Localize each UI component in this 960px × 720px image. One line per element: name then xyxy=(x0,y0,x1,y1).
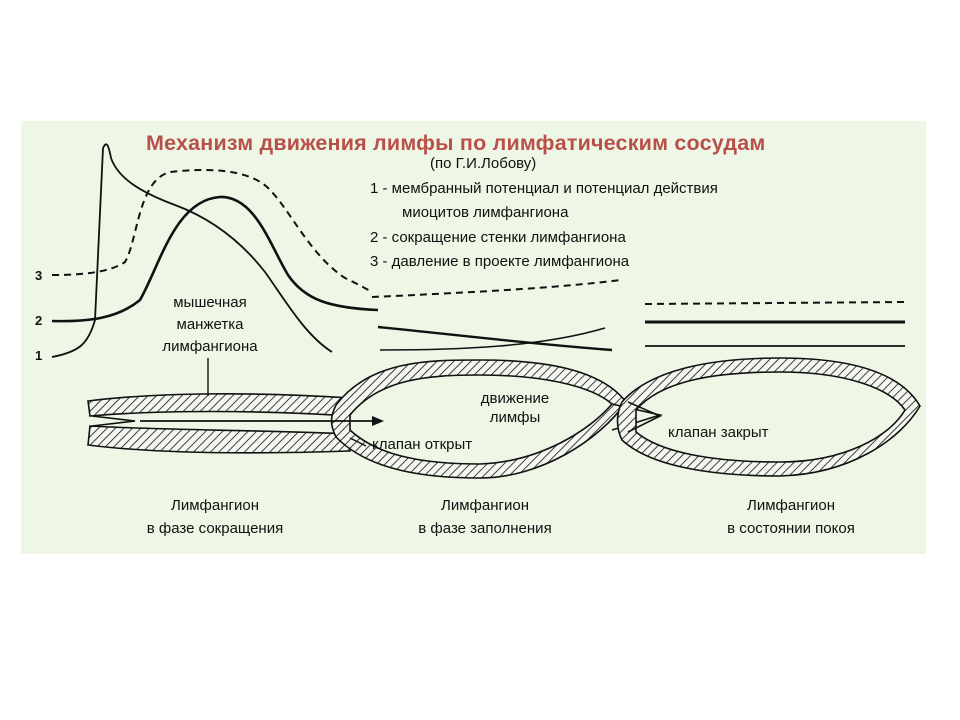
left-vessel-wall-top xyxy=(87,393,351,417)
middle-trace-3 xyxy=(371,279,621,298)
phase-3-title: Лимфангион xyxy=(747,497,835,514)
phase-3-subtitle: в состоянии покоя xyxy=(727,520,855,537)
phase-1-subtitle: в фазе сокращения xyxy=(146,520,284,537)
left-valve-leaflets xyxy=(91,415,136,427)
cuff-label-line-1: мышечная xyxy=(173,294,247,311)
rest-trace-3 xyxy=(644,301,906,305)
curve-3-pressure xyxy=(51,168,373,293)
curve-number-1: 1 xyxy=(35,348,43,363)
right-vessel-wall xyxy=(616,357,921,477)
flow-label-line-1: движение xyxy=(480,390,550,407)
phase-1-title: Лимфангион xyxy=(171,497,259,514)
cuff-label-line-3: лимфангиона xyxy=(162,338,258,355)
left-vessel-wall-bottom xyxy=(87,425,351,454)
middle-trace-1 xyxy=(379,327,606,351)
diagram-author: (по Г.И.Лобову) xyxy=(430,155,537,172)
middle-vessel-wall xyxy=(330,359,627,479)
valve-open-label: клапан открыт xyxy=(372,436,473,453)
curve-1-action-potential xyxy=(51,143,333,358)
valve-closed-label: клапан закрыт xyxy=(668,424,769,441)
right-valve-leaflets xyxy=(627,401,662,433)
curve-2-contraction xyxy=(51,195,379,323)
cuff-label-line-2: манжетка xyxy=(176,316,244,333)
middle-trace-2 xyxy=(377,325,613,352)
legend-item-1: 1 - мембранный потенциал и потенциал дей… xyxy=(370,180,718,197)
diagram-title: Механизм движения лимфы по лимфатическим… xyxy=(146,131,766,155)
legend-item-1-cont: миоцитов лимфангиона xyxy=(402,204,569,221)
legend-item-2: 2 - сокращение стенки лимфангиона xyxy=(370,229,626,246)
phase-2-subtitle: в фазе заполнения xyxy=(418,520,552,537)
flow-label-line-2: лимфы xyxy=(489,409,541,426)
phase-2-title: Лимфангион xyxy=(441,497,529,514)
legend-item-3: 3 - давление в проекте лимфангиона xyxy=(370,253,630,270)
flow-arrow-head xyxy=(372,416,384,426)
open-valve-pointer xyxy=(349,437,367,447)
curve-number-3: 3 xyxy=(35,268,43,283)
curve-number-2: 2 xyxy=(35,313,43,328)
